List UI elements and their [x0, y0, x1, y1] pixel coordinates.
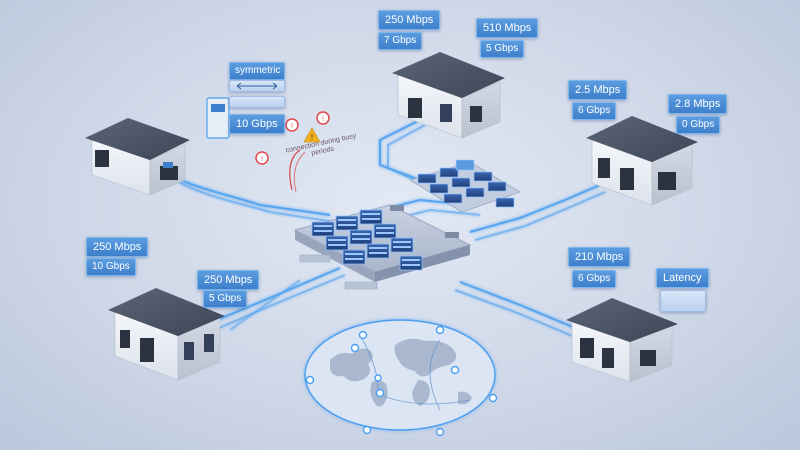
label-top-center-right-upload: 5 Gbps [480, 40, 525, 58]
label-top-center-download: 250 Mbps [378, 10, 441, 30]
label-top-left-arrows [229, 80, 285, 92]
label-left-mid-download: 250 Mbps [86, 237, 149, 257]
label-top-left-line1: symmetric [229, 62, 285, 80]
aggregation-hub [390, 159, 521, 238]
world-map-icon [304, 319, 498, 437]
label-left-mid-upload: 10 Gbps [86, 258, 136, 276]
alert-pin-icon: ! [285, 118, 299, 132]
label-latency-detail [660, 290, 706, 312]
link-left-globe [229, 279, 301, 331]
svg-text:!: ! [261, 156, 263, 163]
building-top-center [392, 52, 505, 139]
globe-nodes [305, 325, 498, 437]
link-top-center-building-2 [387, 124, 429, 187]
double-arrow-icon [236, 82, 278, 90]
server-rack-icon [311, 209, 423, 271]
label-left-low-download: 250 Mbps [197, 270, 260, 290]
building-left-low [108, 288, 225, 381]
label-right-low-download: 210 Mbps [568, 247, 631, 267]
building-right-low [566, 298, 678, 383]
label-left-low-upload: 5 Gbps [203, 290, 248, 308]
link-right-low-building [459, 281, 581, 331]
svg-text:!: ! [322, 116, 324, 123]
link-right-low-building-2 [454, 289, 576, 338]
link-top-center-building [379, 119, 421, 181]
label-top-center-upload: 7 Gbps [378, 32, 423, 50]
link-top-left-building [169, 174, 331, 216]
link-left-low-building-2 [209, 274, 346, 333]
link-right-top-building-2 [474, 191, 606, 241]
label-right-top-b-upload: 0 Gbps [676, 116, 721, 134]
alert-cluster: ! ! ! ! [255, 111, 330, 193]
svg-text:!: ! [311, 133, 313, 142]
label-right-top-a-upload: 6 Gbps [572, 102, 617, 120]
link-left-low-building [204, 267, 341, 326]
label-right-low-upload: 6 Gbps [572, 270, 617, 288]
label-top-center-right-download: 510 Mbps [476, 18, 539, 38]
core-data-center [293, 204, 472, 290]
label-right-top-a-download: 2.5 Mbps [568, 80, 628, 100]
label-right-top-b-download: 2.8 Mbps [668, 94, 728, 114]
svg-text:!: ! [291, 123, 293, 130]
link-top-left-building-2 [174, 179, 336, 223]
alert-pin-icon-2: ! [316, 111, 330, 125]
building-top-left [85, 97, 230, 196]
label-top-left-speed: 10 Gbps [229, 114, 285, 134]
link-right-top-building [469, 184, 601, 233]
warning-triangle-icon: ! [303, 127, 321, 143]
label-latency: Latency [656, 268, 709, 288]
alert-pin-icon-3: ! [255, 151, 269, 165]
label-top-left-bar [229, 96, 285, 108]
building-right-top [586, 116, 698, 206]
